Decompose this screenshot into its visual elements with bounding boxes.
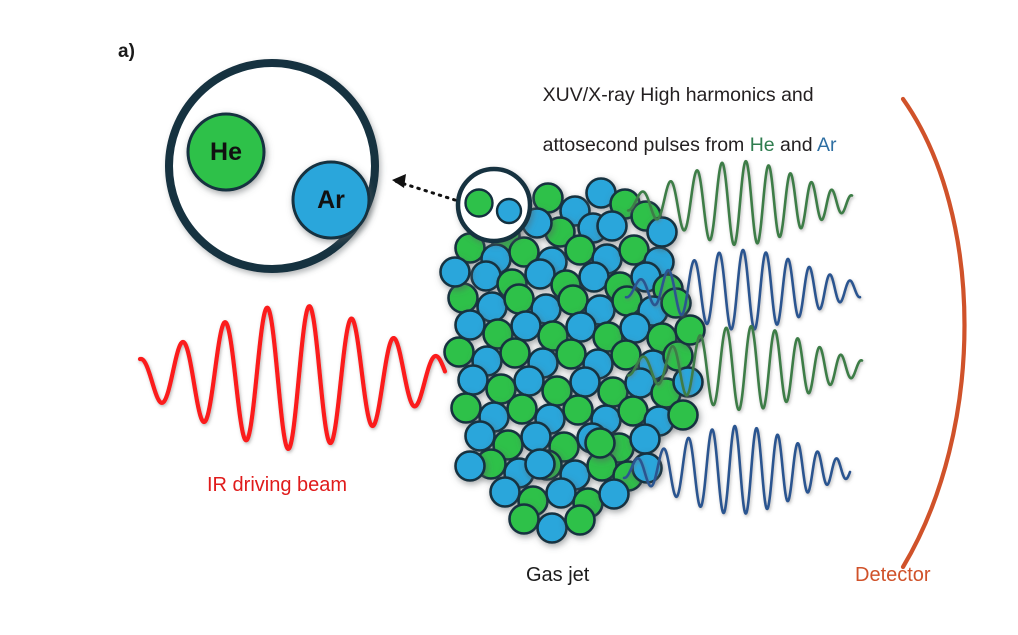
- panel-label: a): [118, 41, 135, 62]
- gas-jet-particle-cloud: [439, 177, 706, 544]
- pulse-waveforms: [137, 159, 864, 515]
- argon-particle: [470, 260, 502, 292]
- helium-particle: [562, 394, 594, 426]
- argon-particle: [565, 311, 597, 343]
- pulse-waveform: [624, 248, 862, 331]
- pulse-waveform: [626, 324, 864, 412]
- argon-particle: [513, 365, 545, 397]
- argon-particle: [536, 512, 568, 544]
- harmonics-caption: XUV/X-ray High harmonics and attosecond …: [521, 58, 837, 183]
- argon-particle: [520, 421, 552, 453]
- gas-jet-label: Gas jet: [526, 564, 590, 586]
- argon-particle: [454, 309, 486, 341]
- argon-particle: [619, 312, 651, 344]
- helium-particle: [564, 504, 596, 536]
- argon-particle: [578, 261, 610, 293]
- argon-particle: [646, 216, 678, 248]
- ir-driving-beam-label: IR driving beam: [207, 474, 348, 496]
- caption-line-1: XUV/X-ray High harmonics and: [542, 83, 814, 106]
- dotted-arrow-icon: [392, 174, 457, 202]
- argon-particle: [489, 476, 521, 508]
- helium-particle: [508, 236, 540, 268]
- inset-he-label: He: [210, 138, 242, 166]
- argon-particle: [598, 478, 630, 510]
- helium-particle: [610, 339, 642, 371]
- helium-particle: [499, 337, 531, 369]
- caption-mid: and: [774, 133, 817, 156]
- helium-particle: [508, 503, 540, 535]
- helium-particle: [564, 234, 596, 266]
- helium-particle: [450, 392, 482, 424]
- helium-particle: [667, 399, 699, 431]
- argon-particle: [454, 450, 486, 482]
- detector-label: Detector: [855, 564, 931, 586]
- argon-particle: [524, 258, 556, 290]
- gas-jet-sample-circle: [455, 166, 533, 244]
- inset-ar-label: Ar: [317, 186, 345, 214]
- argon-particle: [524, 448, 556, 480]
- argon-particle: [439, 256, 471, 288]
- pulse-waveform: [137, 304, 448, 452]
- argon-particle: [457, 364, 489, 396]
- helium-particle: [584, 427, 616, 459]
- argon-particle: [596, 210, 628, 242]
- helium-particle: [618, 234, 650, 266]
- helium-particle: [506, 393, 538, 425]
- argon-particle: [629, 423, 661, 455]
- helium-particle: [503, 283, 535, 315]
- helium-particle: [557, 284, 589, 316]
- argon-particle: [569, 366, 601, 398]
- caption-ar: Ar: [816, 133, 837, 156]
- helium-particle: [674, 314, 706, 346]
- helium-particle: [443, 336, 475, 368]
- magnified-inset-circle: He Ar: [165, 59, 379, 273]
- helium-particle: [617, 395, 649, 427]
- pulse-waveform: [622, 424, 852, 515]
- argon-particle: [624, 367, 656, 399]
- argon-particle: [510, 310, 542, 342]
- helium-particle: [611, 285, 643, 317]
- argon-particle: [464, 420, 496, 452]
- detector-arc: [900, 96, 967, 570]
- helium-particle: [447, 282, 479, 314]
- caption-line-2-pre: attosecond pulses from: [542, 133, 750, 156]
- helium-particle: [555, 338, 587, 370]
- argon-particle: [545, 477, 577, 509]
- caption-he: He: [749, 133, 775, 156]
- pulse-waveform: [626, 159, 854, 247]
